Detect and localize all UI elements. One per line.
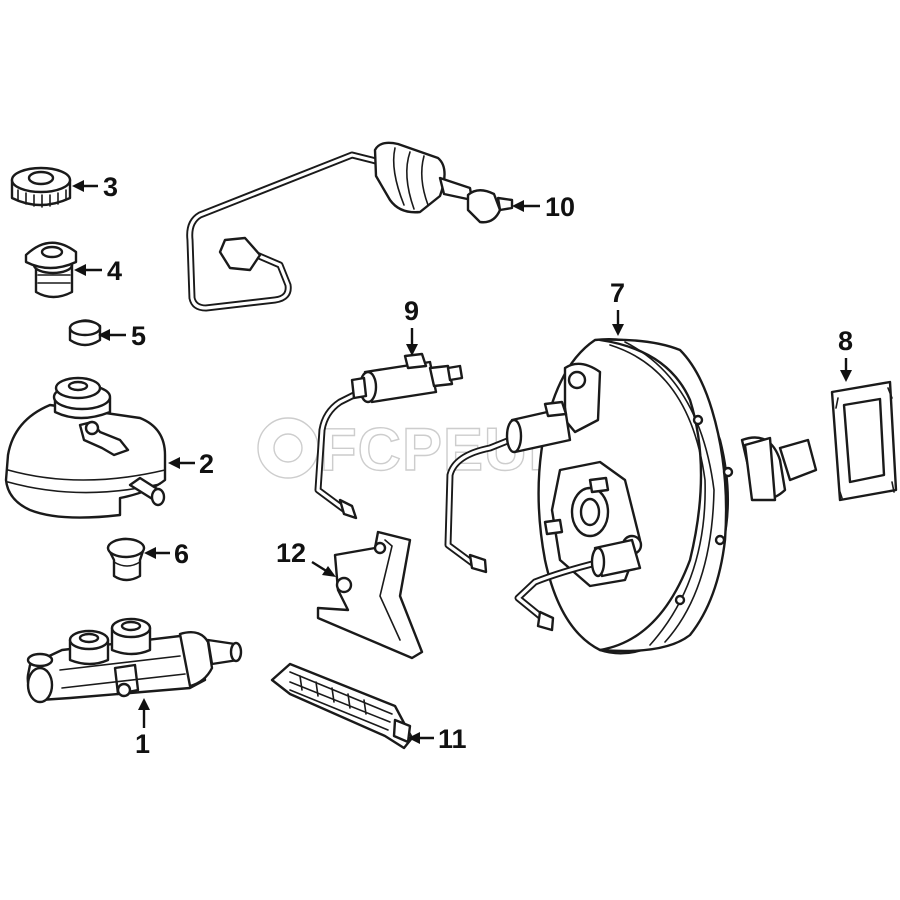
callout-label-4: 4	[107, 256, 122, 286]
callout-label-2: 2	[199, 449, 214, 479]
callout-5: 5	[98, 321, 146, 351]
part-6-grommet[interactable]	[106, 537, 146, 582]
callout-label-7: 7	[610, 278, 625, 308]
part-5-small-cap[interactable]	[68, 319, 102, 347]
callout-1: 1	[135, 698, 150, 759]
part-11-heat-shield[interactable]	[270, 662, 414, 750]
callout-label-12: 12	[276, 538, 306, 568]
callout-label-5: 5	[131, 321, 146, 351]
part-1-master-cylinder[interactable]	[26, 617, 243, 704]
part-4-adapter[interactable]	[24, 241, 78, 299]
part-3-reservoir-cap[interactable]	[10, 166, 72, 208]
part-2-reservoir[interactable]	[4, 376, 167, 519]
callout-label-11: 11	[438, 724, 467, 754]
callout-label-9: 9	[404, 296, 419, 326]
callout-4: 4	[74, 256, 122, 286]
part-8-gasket[interactable]	[830, 380, 898, 502]
callout-12: 12	[276, 538, 336, 577]
part-12-bracket[interactable]	[316, 530, 424, 660]
part-7-brake-booster[interactable]	[444, 337, 818, 655]
part-10-vacuum-hose[interactable]	[186, 141, 514, 312]
callout-9: 9	[404, 296, 419, 356]
callout-3: 3	[72, 172, 118, 202]
callout-8: 8	[838, 326, 853, 382]
callout-11: 11	[408, 724, 467, 754]
callout-label-6: 6	[174, 539, 189, 569]
callout-label-1: 1	[135, 729, 150, 759]
callout-10: 10	[512, 192, 575, 222]
callout-7: 7	[610, 278, 625, 336]
callout-label-10: 10	[545, 192, 575, 222]
callout-label-3: 3	[103, 172, 118, 202]
callout-6: 6	[144, 539, 189, 569]
callout-label-8: 8	[838, 326, 853, 356]
callout-2: 2	[168, 449, 214, 479]
part-9-vacuum-sensor[interactable]	[314, 352, 464, 520]
